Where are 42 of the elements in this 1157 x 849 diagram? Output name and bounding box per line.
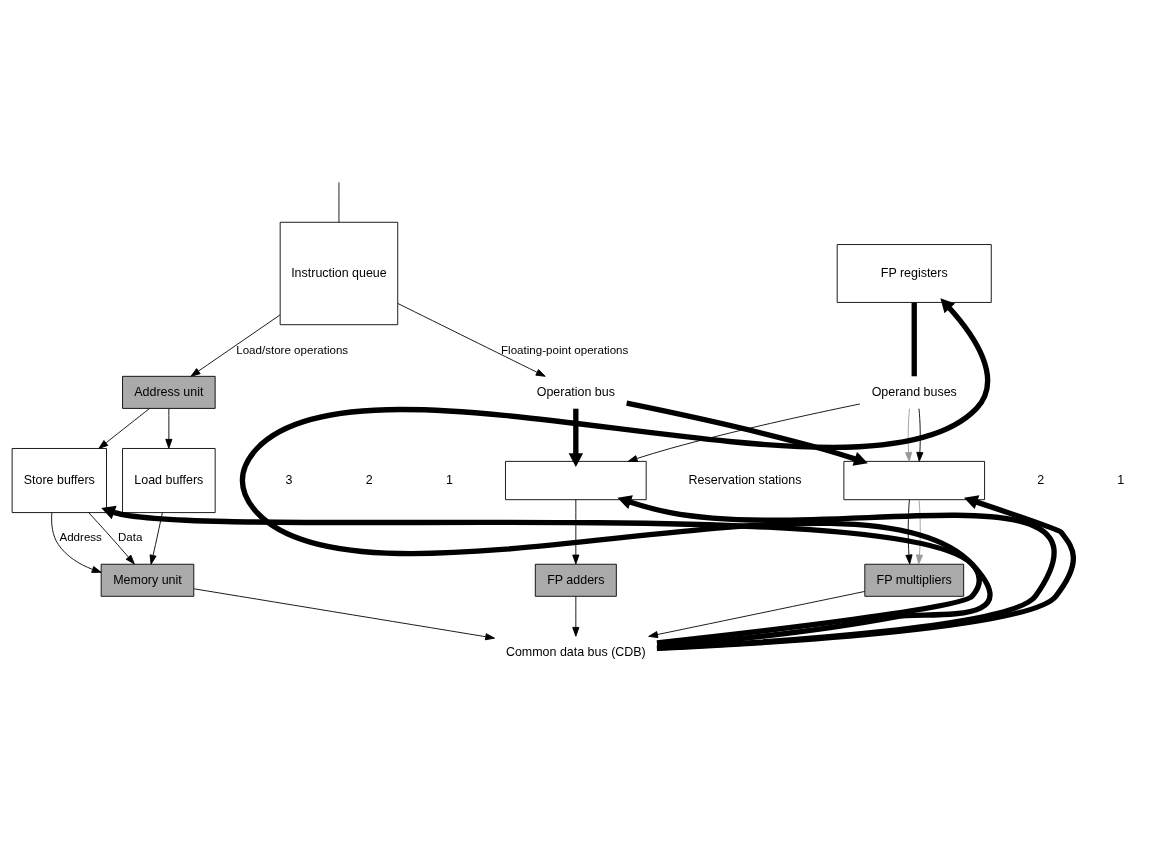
arrow: [568, 408, 584, 467]
edge-label: Floating-point operations: [501, 343, 629, 356]
arrow: [916, 407, 924, 462]
arrow: [190, 314, 281, 377]
edge-label: Load/store operations: [236, 343, 349, 356]
arrow: [905, 407, 913, 462]
arrow: [572, 498, 580, 564]
edge-label: Data: [117, 530, 143, 543]
node-box: FP multipliers: [864, 563, 965, 597]
edge-label: Address: [59, 530, 102, 543]
arrow: [239, 297, 991, 646]
connector: [338, 181, 340, 223]
node-box: FP registers: [836, 243, 992, 303]
node-box: Memory unit: [100, 563, 195, 597]
arrow: [905, 498, 913, 564]
arrow: [98, 407, 150, 449]
node-text: Operand buses: [871, 384, 957, 399]
label: 1: [445, 472, 453, 487]
arrow: [648, 590, 866, 638]
arrow: [149, 511, 163, 565]
arrow: [915, 498, 924, 564]
node-text: Common data bus (CDB): [505, 644, 646, 659]
arrow: [572, 595, 580, 637]
label: 1: [1117, 472, 1125, 487]
arrow: [165, 407, 173, 449]
node-box: Instruction queue: [279, 221, 399, 325]
label: Reservation stations: [688, 472, 802, 487]
label: 3: [285, 472, 293, 487]
arrow: [397, 302, 546, 377]
node-box: Load buffers: [122, 447, 216, 513]
node-text: Operation bus: [536, 384, 615, 399]
arrow: [51, 511, 102, 573]
node-box: Store buffers: [11, 447, 107, 513]
node-box: [843, 460, 986, 500]
node-box: [505, 460, 647, 500]
label: 2: [365, 472, 373, 487]
node-box: Address unit: [122, 375, 216, 409]
arrow: [88, 511, 135, 564]
label: 2: [1037, 472, 1045, 487]
arrow: [193, 587, 495, 640]
node-box: FP adders: [534, 563, 617, 597]
connector: [911, 302, 917, 376]
